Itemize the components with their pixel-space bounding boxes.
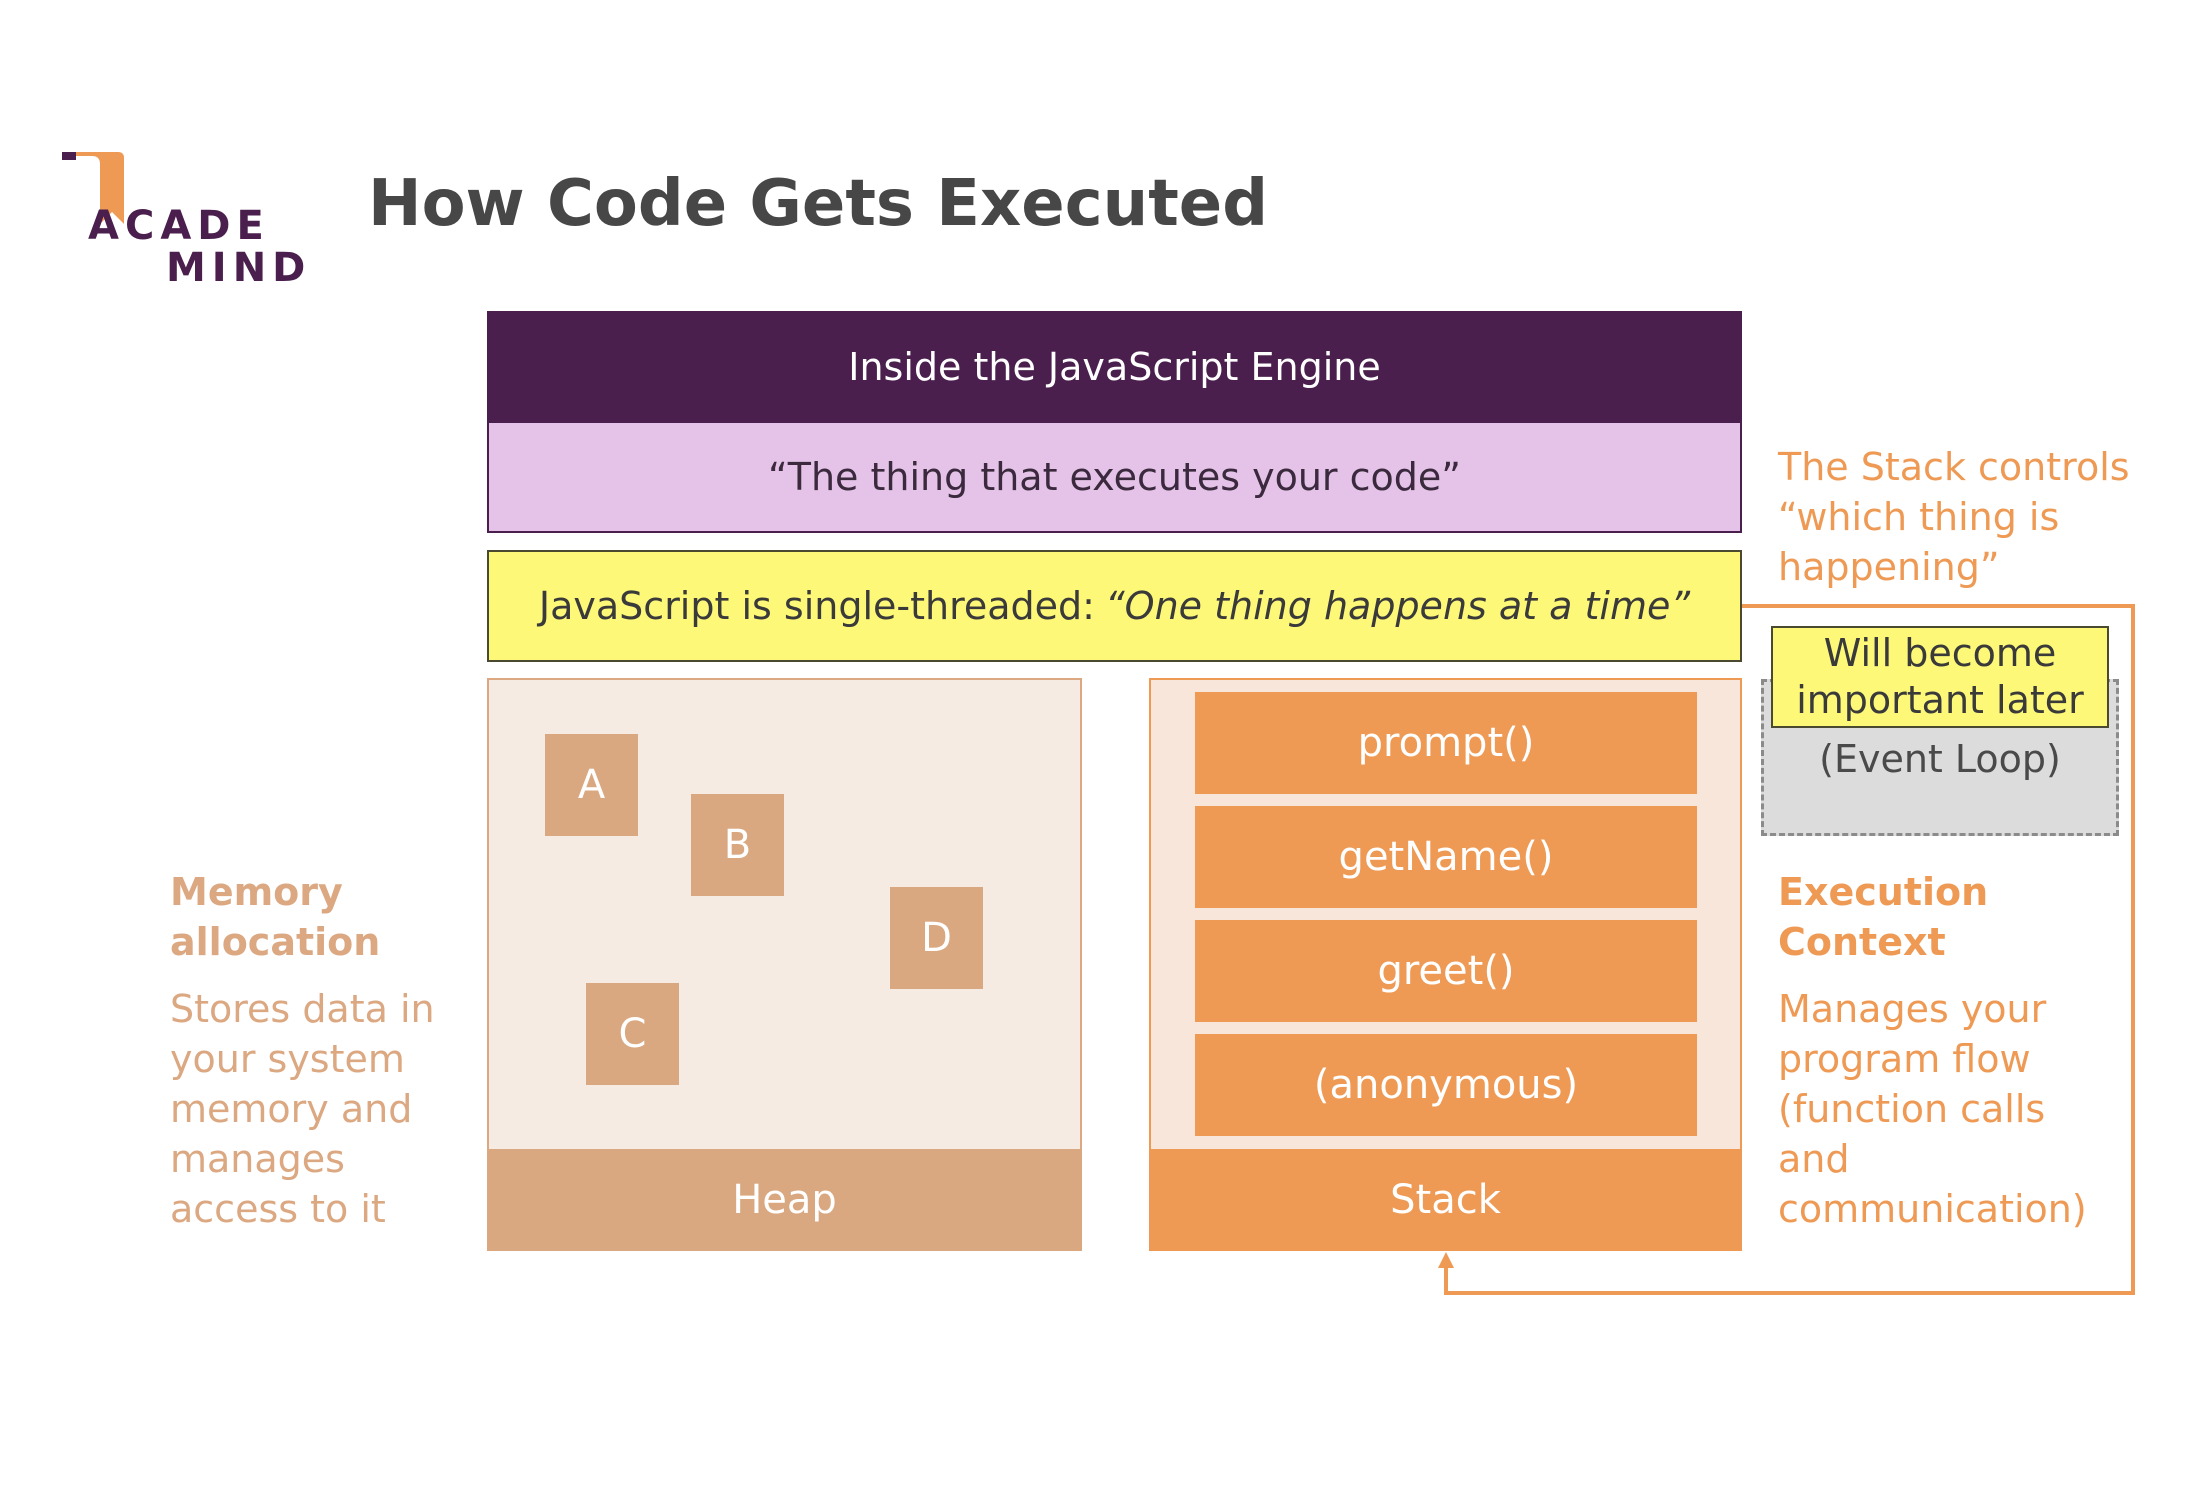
memory-desc-line: access to it <box>170 1187 386 1231</box>
memory-title-line2: allocation <box>170 920 381 964</box>
execution-context-description: Manages your program flow (function call… <box>1778 984 2087 1234</box>
logo-text-line1: ACADE <box>88 203 270 249</box>
stack-controls-note: The Stack controls “which thing is happe… <box>1778 442 2130 592</box>
execution-title-line1: Execution <box>1778 870 1989 914</box>
heap-block-d: D <box>890 887 983 989</box>
memory-allocation-description: Stores data in your system memory and ma… <box>170 984 435 1234</box>
execution-title-line2: Context <box>1778 920 1946 964</box>
single-thread-banner: JavaScript is single-threaded: “One thin… <box>487 550 1742 662</box>
execution-desc-line: (function calls <box>1778 1087 2046 1131</box>
stack-label: Stack <box>1149 1149 1742 1251</box>
event-loop-label: (Event Loop) <box>1819 737 2061 781</box>
heap-label: Heap <box>487 1149 1082 1251</box>
important-later-note-line2: important later <box>1796 678 2084 722</box>
heap-block-c: C <box>586 983 679 1085</box>
important-later-note: Will become important later <box>1771 626 2109 728</box>
execution-desc-line: communication) <box>1778 1187 2087 1231</box>
stack-controls-line: “which thing is <box>1778 495 2060 539</box>
logo-text-line2: MIND <box>166 245 312 291</box>
execution-desc-line: program flow <box>1778 1037 2031 1081</box>
stack-frame-greet: greet() <box>1195 920 1697 1022</box>
heap-block-b: B <box>691 794 784 896</box>
execution-desc-line: Manages your <box>1778 987 2047 1031</box>
stack-controls-line: happening” <box>1778 545 2000 589</box>
execution-desc-line: and <box>1778 1137 1850 1181</box>
engine-subtitle: “The thing that executes your code” <box>487 423 1742 533</box>
memory-desc-line: your system <box>170 1037 405 1081</box>
academind-logo-mark-icon <box>62 152 124 224</box>
single-thread-quote: “One thing happens at a time” <box>1104 584 1691 628</box>
important-later-note-line1: Will become <box>1823 630 2057 675</box>
stack-frame-getname: getName() <box>1195 806 1697 908</box>
engine-header: Inside the JavaScript Engine <box>487 311 1742 423</box>
memory-desc-line: manages <box>170 1137 345 1181</box>
heap-block-a: A <box>545 734 638 836</box>
stack-frame-prompt: prompt() <box>1195 692 1697 794</box>
stack-controls-line: The Stack controls <box>1778 445 2130 489</box>
memory-desc-line: memory and <box>170 1087 413 1131</box>
single-thread-text: JavaScript is single-threaded: <box>538 584 1095 628</box>
memory-desc-line: Stores data in <box>170 987 435 1031</box>
memory-allocation-title: Memory allocation <box>170 867 380 967</box>
memory-title-line1: Memory <box>170 870 343 914</box>
stack-frame-anonymous: (anonymous) <box>1195 1034 1697 1136</box>
execution-context-title: Execution Context <box>1778 867 1988 967</box>
page-title: How Code Gets Executed <box>368 167 1268 241</box>
